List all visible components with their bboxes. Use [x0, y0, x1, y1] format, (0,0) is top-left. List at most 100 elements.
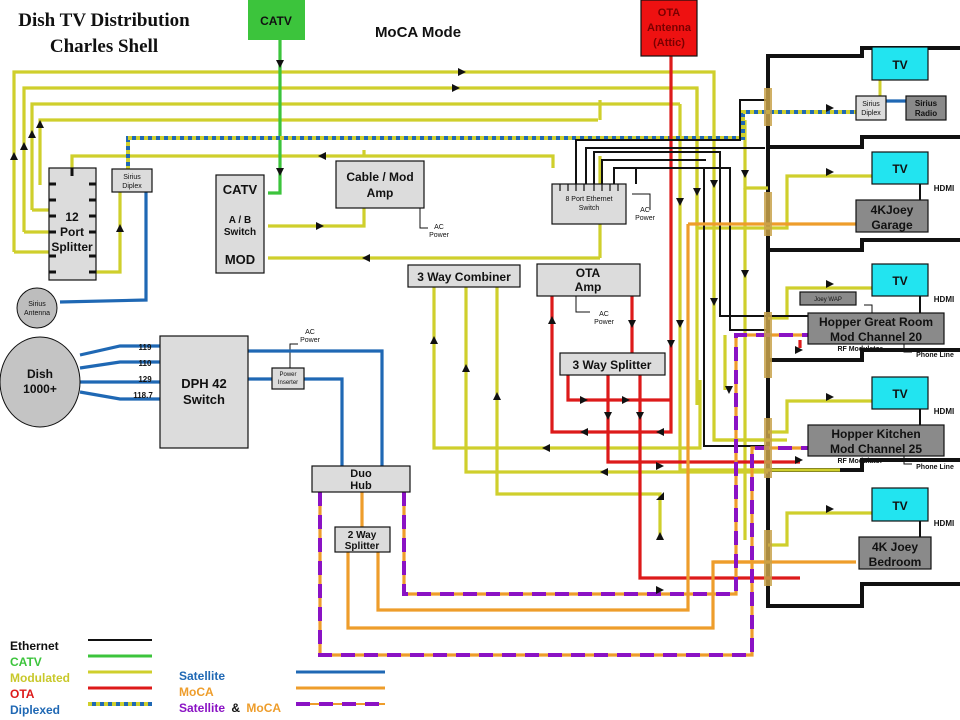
splitter12-label-3: Splitter — [51, 240, 93, 254]
power-inserter[interactable]: Power Inserter AC Power — [271, 329, 321, 390]
legend-sat-moca-b: MoCA — [246, 701, 281, 715]
room-sirius: TV Sirius Diplex Sirius Radio — [855, 46, 947, 121]
pi-ac-label-1: AC — [305, 329, 315, 336]
catv-line — [268, 40, 282, 195]
power-inserter-label-2: Inserter — [278, 380, 298, 386]
legend-modulated: Modulated — [10, 671, 70, 685]
tv-label: TV — [892, 162, 907, 176]
hdmi-label: HDMI — [934, 519, 954, 528]
sirius-antenna-label-2: Antenna — [24, 310, 50, 317]
hopper-kitchen-label-2: Mod Channel 25 — [830, 442, 922, 456]
joey-wap[interactable] — [799, 291, 857, 306]
room-great-room: TV HDMI Joey WAP Hopper Great Room Mod C… — [799, 263, 954, 359]
sirius-antenna-label-1: Sirius — [28, 301, 46, 308]
cable-mod-amp-label-2: Amp — [367, 186, 394, 200]
hopper-kitchen[interactable] — [807, 424, 945, 457]
tv-screen[interactable] — [871, 46, 929, 81]
splitter-12-port[interactable]: 12 Port Splitter — [48, 167, 97, 281]
catv-source-label: CATV — [260, 14, 292, 28]
ota-amp-label-2: Amp — [575, 280, 602, 294]
splitter12-label-2: Port — [60, 225, 84, 239]
ethernet-ac-label-1: AC — [640, 207, 650, 214]
ab-switch-catv-label: CATV — [223, 182, 258, 197]
hdmi-label: HDMI — [934, 184, 954, 193]
joey-garage-label-1: 4KJoey — [871, 203, 914, 217]
tv-label: TV — [892, 58, 907, 72]
sirius-diplex-right-label-2: Diplex — [861, 110, 881, 117]
rf-modulator-label: RF Modulator — [837, 458, 882, 465]
modulated-drops — [678, 88, 872, 547]
tv-screen[interactable] — [871, 263, 929, 297]
tv-screen[interactable] — [871, 487, 929, 522]
dph-label-2: Switch — [183, 392, 225, 407]
legend: Ethernet CATV Modulated OTA Diplexed Sat… — [10, 639, 385, 717]
three-way-splitter[interactable]: 3 Way Splitter — [559, 352, 666, 376]
ota-antenna[interactable]: OTA Antenna (Attic) — [640, 0, 698, 57]
mode-label: MoCA Mode — [375, 24, 461, 41]
satellite-feed-labels: 119 110 129 118.7 — [133, 343, 153, 400]
sirius-radio-label-1: Sirius — [915, 99, 938, 108]
ota-amp[interactable]: OTA Amp AC Power — [536, 263, 641, 326]
cable-mod-amp[interactable]: Cable / Mod Amp AC Power — [335, 160, 450, 239]
legend-satellite: Satellite — [179, 669, 225, 683]
two-way-splitter[interactable]: 2 Way Splitter — [334, 526, 391, 553]
dish-label-2: 1000+ — [23, 382, 57, 396]
sirius-diplex-left[interactable]: Sirius Diplex — [111, 168, 153, 193]
duo-hub-label-2: Hub — [350, 480, 372, 492]
ota-amp-ac-label-2: Power — [594, 319, 615, 326]
dph42-switch[interactable]: DPH 42 Switch — [159, 335, 249, 449]
hopper-great-room-label-1: Hopper Great Room — [819, 315, 933, 329]
legend-ethernet: Ethernet — [10, 639, 59, 653]
joey-bedroom[interactable] — [858, 536, 932, 570]
cable-mod-amp-label-1: Cable / Mod — [346, 170, 413, 184]
catv-ab-switch[interactable]: CATV A / B Switch MOD — [215, 174, 265, 274]
ethernet-switch-label-1: 8 Port Ethernet — [565, 196, 612, 203]
room-bedroom: TV HDMI 4K Joey Bedroom — [858, 487, 954, 570]
combiner-label: 3 Way Combiner — [417, 270, 511, 284]
three-way-splitter-label: 3 Way Splitter — [573, 358, 652, 372]
ethernet-switch[interactable]: 8 Port Ethernet Switch AC Power — [551, 183, 656, 225]
ethernet-switch-label-2: Switch — [579, 205, 600, 212]
feed-label: 119 — [139, 343, 152, 352]
ota-antenna-label-1: OTA — [658, 7, 680, 19]
hdmi-label: HDMI — [934, 295, 954, 304]
duo-hub-label-1: Duo — [350, 468, 372, 480]
ab-switch-label-2: Switch — [224, 227, 256, 238]
tv-label: TV — [892, 274, 907, 288]
two-way-splitter-label-2: Splitter — [345, 541, 380, 552]
catv-source[interactable]: CATV — [248, 0, 305, 40]
dish-label-1: Dish — [27, 367, 53, 381]
sirius-diplex-left-label-2: Diplex — [122, 183, 142, 190]
phone-line-label: Phone Line — [916, 464, 954, 471]
wall-passthroughs — [764, 88, 772, 586]
room-garage: TV HDMI 4KJoey Garage — [855, 151, 954, 233]
hopper-kitchen-label-1: Hopper Kitchen — [831, 427, 920, 441]
hopper-great-room[interactable] — [807, 312, 945, 345]
three-way-combiner[interactable]: 3 Way Combiner — [407, 264, 521, 288]
power-inserter-label-1: Power — [279, 372, 296, 378]
ota-antenna-label-3: (Attic) — [653, 37, 685, 49]
ac-power-label-2: Power — [429, 232, 450, 239]
dish-antenna[interactable]: Dish 1000+ — [0, 336, 81, 428]
satellite-lines — [59, 99, 906, 466]
legend-diplexed: Diplexed — [10, 703, 60, 717]
ab-switch-label-1: A / B — [229, 215, 251, 226]
joey-bedroom-label-1: 4K Joey — [872, 540, 918, 554]
ab-switch-mod-label: MOD — [225, 252, 255, 267]
sirius-radio[interactable] — [905, 95, 947, 121]
legend-ota: OTA — [10, 687, 35, 701]
duo-hub[interactable]: Duo Hub — [311, 465, 411, 493]
joey-garage[interactable] — [855, 199, 929, 233]
sirius-diplex-right[interactable] — [855, 95, 887, 121]
feed-label: 110 — [139, 359, 152, 368]
feed-label: 118.7 — [133, 391, 153, 400]
tv-label: TV — [892, 387, 907, 401]
ota-amp-label-1: OTA — [576, 266, 601, 280]
tv-screen[interactable] — [871, 151, 929, 185]
sirius-antenna[interactable]: Sirius Antenna — [16, 287, 58, 329]
joey-bedroom-label-2: Bedroom — [869, 555, 922, 569]
ota-antenna-label-2: Antenna — [647, 22, 692, 34]
tv-screen[interactable] — [871, 376, 929, 410]
two-way-splitter-label-1: 2 Way — [348, 530, 377, 541]
